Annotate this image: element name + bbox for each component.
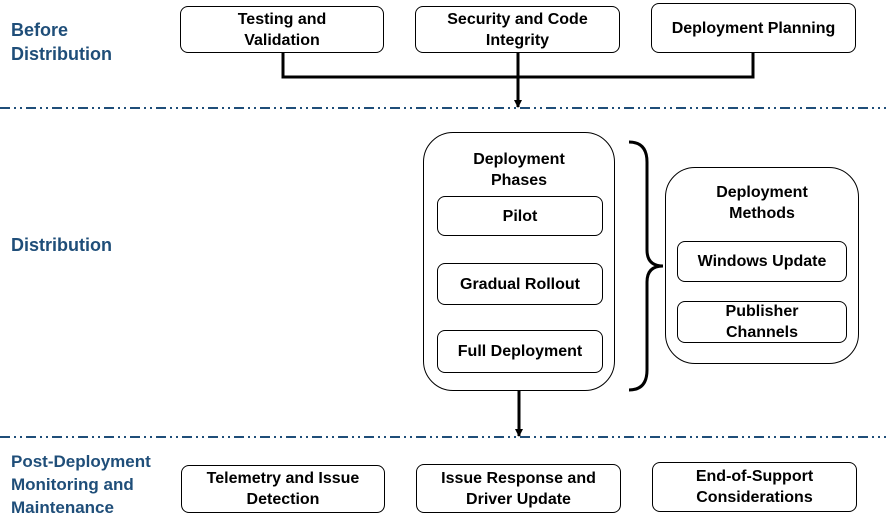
method-publisher-channels: Publisher Channels	[677, 301, 847, 343]
step-deployment-planning: Deployment Planning	[651, 3, 856, 53]
deployment-methods-title: Deployment Methods	[716, 184, 808, 222]
deployment-phases-title: Deployment Phases	[473, 151, 565, 189]
step-testing-validation: Testing and Validation	[180, 6, 384, 53]
curly-brace	[628, 140, 664, 392]
phase-pilot: Pilot	[437, 196, 603, 236]
step-end-of-support: End-of-Support Considerations	[652, 462, 857, 512]
method-windows-update: Windows Update	[677, 241, 847, 282]
phase-full-deployment: Full Deployment	[437, 330, 603, 373]
stage-label-post-deployment: Post-Deployment Monitoring and Maintenan…	[11, 452, 151, 517]
stage-label-distribution: Distribution	[11, 235, 112, 255]
stage-label-before-distribution: Before Distribution	[11, 20, 112, 64]
step-security-code-integrity: Security and Code Integrity	[415, 6, 620, 53]
step-issue-response-driver-update: Issue Response and Driver Update	[416, 464, 621, 513]
step-telemetry-issue-detection: Telemetry and Issue Detection	[181, 465, 385, 513]
merge-connector	[281, 53, 755, 79]
phase-gradual-rollout: Gradual Rollout	[437, 263, 603, 305]
